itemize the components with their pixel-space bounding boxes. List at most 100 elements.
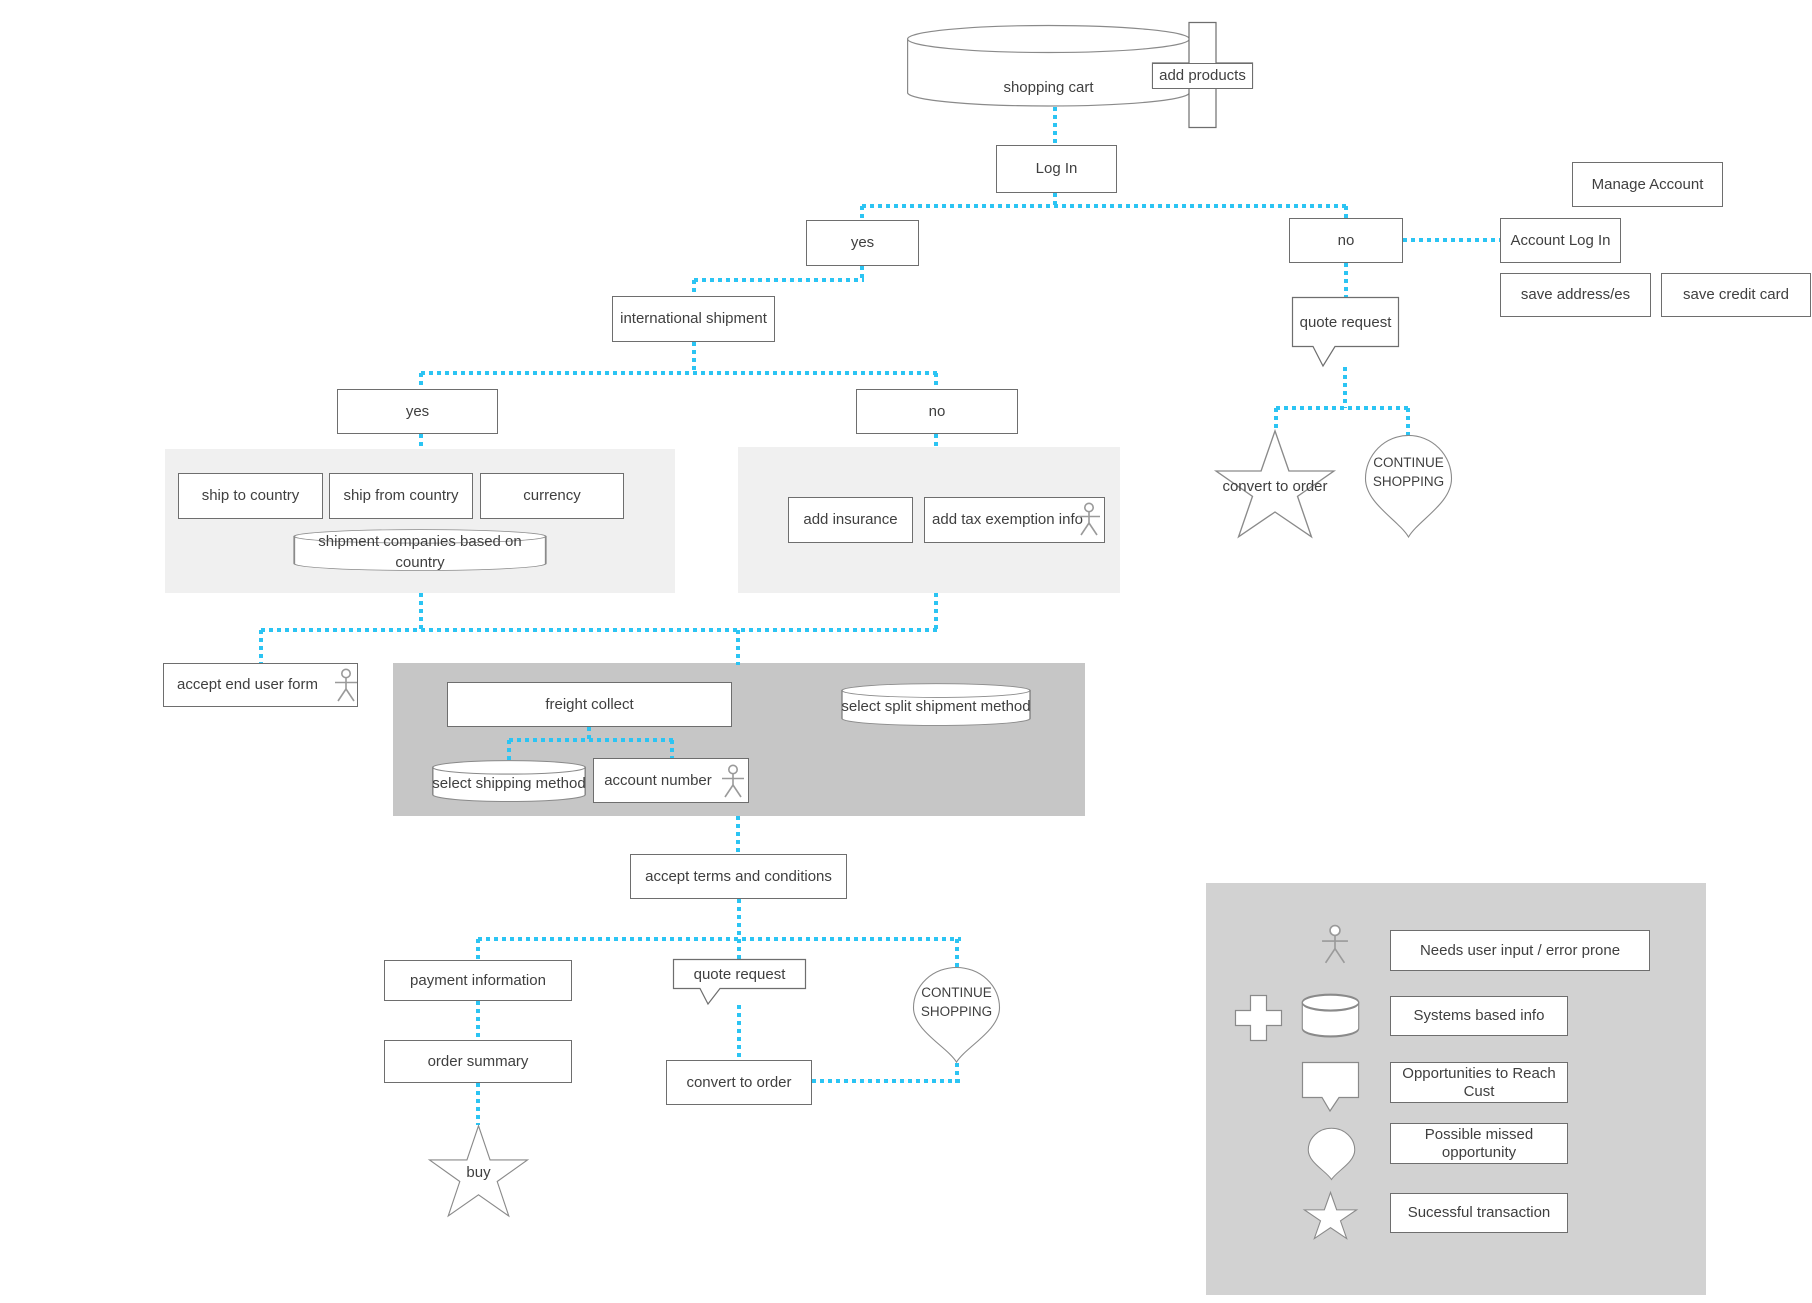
- add-insurance-label: add insurance: [803, 511, 898, 529]
- account-log-in-label: Account Log In: [1510, 231, 1611, 249]
- star-icon: [1302, 1190, 1359, 1240]
- connector: [1403, 238, 1500, 242]
- account-number-node: account number: [593, 758, 749, 803]
- continue-shopping-top-pin: CONTINUE SHOPPING: [1364, 435, 1453, 539]
- ship-from-country-node: ship from country: [329, 473, 473, 519]
- buy-label: buy: [466, 1163, 491, 1181]
- person-icon: [1077, 502, 1101, 536]
- legend-text: Possible missed opportunity: [1424, 1126, 1534, 1161]
- connector: [692, 280, 696, 296]
- save-credit-card-node: save credit card: [1661, 273, 1811, 317]
- manage-account-node: Manage Account: [1572, 162, 1723, 207]
- currency-label: currency: [523, 487, 581, 505]
- add-products-label: add products: [1159, 67, 1246, 85]
- legend-text: Needs user input / error prone: [1419, 941, 1621, 959]
- shopping-cart-database: shopping cart: [907, 24, 1190, 107]
- person-icon: [334, 668, 358, 702]
- order-summary-label: order summary: [427, 1052, 529, 1070]
- connector: [1344, 206, 1348, 218]
- connector: [507, 740, 511, 760]
- convert-to-order-star: convert to order: [1213, 428, 1337, 539]
- save-addresses-label: save address/es: [1520, 286, 1631, 304]
- intl-no-node: no: [856, 389, 1018, 434]
- connector: [812, 1079, 961, 1083]
- quote-request-top-node: quote request: [1291, 296, 1400, 368]
- connector: [1344, 263, 1348, 297]
- login-no-node: no: [1289, 218, 1403, 263]
- legend-label-user-input: Needs user input / error prone: [1390, 930, 1650, 971]
- accept-end-user-form-label: accept end user form: [177, 676, 318, 694]
- connector: [955, 939, 959, 967]
- order-summary-node: order summary: [384, 1040, 572, 1083]
- pin-icon: [1307, 1127, 1356, 1181]
- connector: [259, 630, 263, 663]
- ship-to-country-node: ship to country: [178, 473, 323, 519]
- select-split-shipment-label: select split shipment method: [841, 697, 1031, 715]
- select-shipping-method-label: select shipping method: [432, 774, 586, 792]
- login-no-label: no: [1337, 231, 1355, 249]
- convert-to-order-bottom-node: convert to order: [666, 1060, 812, 1105]
- connector: [737, 899, 741, 959]
- callout-icon: [1301, 1061, 1360, 1113]
- continue-shopping-bottom-label: CONTINUE SHOPPING: [920, 985, 993, 1019]
- intl-yes-label: yes: [405, 402, 430, 420]
- legend-label-opportunities: Opportunities to Reach Cust: [1390, 1062, 1568, 1103]
- ship-from-country-label: ship from country: [343, 487, 459, 505]
- login-yes-node: yes: [806, 220, 919, 266]
- accept-end-user-form-node: accept end user form: [163, 663, 358, 707]
- quote-request-bottom-label: quote request: [693, 965, 786, 983]
- payment-information-node: payment information: [384, 960, 572, 1001]
- connector: [419, 434, 423, 449]
- connector: [694, 278, 864, 282]
- legend-label-missed-opportunity: Possible missed opportunity: [1390, 1123, 1568, 1164]
- select-split-shipment-database: select split shipment method: [841, 683, 1031, 726]
- connector: [862, 204, 1350, 208]
- shipment-companies-database: shipment companies based on country: [293, 529, 547, 571]
- save-credit-card-label: save credit card: [1683, 286, 1789, 304]
- connector: [478, 937, 961, 941]
- add-tax-exemption-node: add tax exemption info: [924, 497, 1105, 543]
- connector: [421, 371, 940, 375]
- database-icon: [1301, 993, 1360, 1038]
- intl-yes-node: yes: [337, 389, 498, 434]
- connector: [1343, 367, 1347, 408]
- continue-shopping-top-label: CONTINUE SHOPPING: [1372, 455, 1445, 489]
- connector: [934, 593, 938, 630]
- connector: [934, 434, 938, 447]
- connector: [1406, 408, 1410, 435]
- legend-label-successful-transaction: Sucessful transaction: [1390, 1193, 1568, 1233]
- add-tax-exemption-label: add tax exemption info: [932, 511, 1083, 529]
- log-in-node: Log In: [996, 145, 1117, 193]
- quote-request-bottom-node: quote request: [672, 958, 807, 1006]
- login-yes-label: yes: [850, 234, 875, 252]
- connector: [737, 1005, 741, 1060]
- quote-request-top-label: quote request: [1299, 313, 1392, 331]
- connector: [476, 1001, 480, 1040]
- plus-icon: [1234, 994, 1283, 1042]
- connector: [1274, 408, 1278, 430]
- international-shipment-label: international shipment: [620, 310, 767, 328]
- connector: [1276, 406, 1412, 410]
- legend-text: Systems based info: [1413, 1007, 1545, 1025]
- add-insurance-node: add insurance: [788, 497, 913, 543]
- currency-node: currency: [480, 473, 624, 519]
- connector: [419, 593, 423, 630]
- buy-star: buy: [427, 1124, 530, 1218]
- shopping-cart-label: shopping cart: [1003, 78, 1094, 96]
- connector: [934, 373, 938, 389]
- select-shipping-method-database: select shipping method: [432, 760, 586, 802]
- legend-text: Sucessful transaction: [1407, 1204, 1551, 1222]
- save-addresses-node: save address/es: [1500, 273, 1651, 317]
- account-log-in-node: Account Log In: [1500, 218, 1621, 263]
- connector: [860, 206, 864, 220]
- connector: [476, 939, 480, 960]
- shipment-companies-label: shipment companies based on country: [318, 533, 522, 571]
- account-number-label: account number: [604, 771, 712, 789]
- intl-no-label: no: [928, 402, 946, 420]
- connector: [419, 373, 423, 389]
- freight-collect-node: freight collect: [447, 682, 732, 727]
- international-shipment-node: international shipment: [612, 296, 775, 342]
- convert-to-order-top-label: convert to order: [1222, 477, 1328, 495]
- connector: [860, 266, 864, 280]
